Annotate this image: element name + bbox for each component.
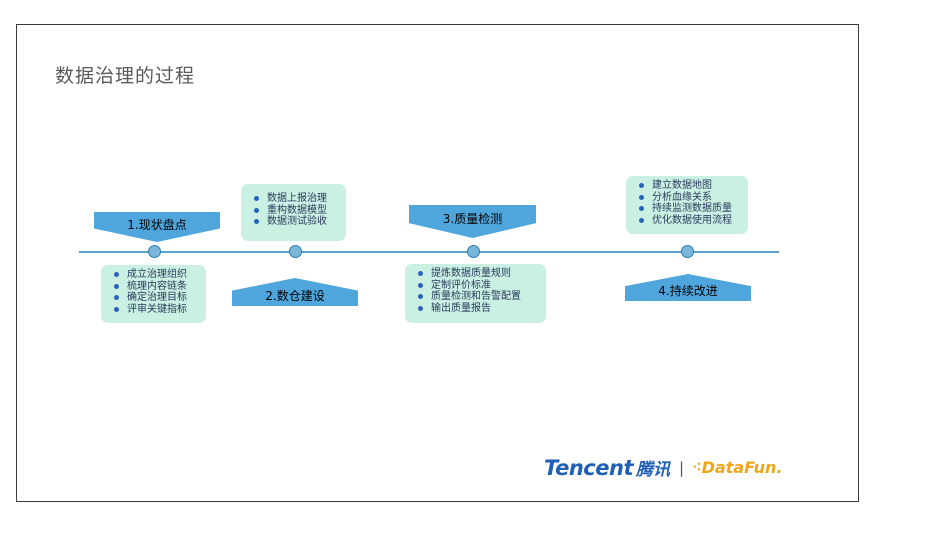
list-item: 建立数据地图 bbox=[638, 180, 740, 192]
timeline-line bbox=[79, 251, 779, 253]
footer-logo: Tencent 腾讯 | ⁖ DataFun. bbox=[544, 455, 783, 481]
datafun-logo-text: DataFun. bbox=[701, 458, 783, 477]
stage-1-box: 成立治理组织 梳理内容链条 确定治理目标 评审关键指标 bbox=[101, 265, 206, 323]
stage-1-banner: 1.现状盘点 bbox=[94, 212, 220, 242]
page-title: 数据治理的过程 bbox=[55, 65, 196, 87]
timeline-node-4 bbox=[681, 245, 694, 258]
stage-3-label: 3.质量检测 bbox=[442, 212, 503, 226]
stage-2-box: 数据上报治理 重构数据模型 数据测试验收 bbox=[241, 184, 346, 241]
stage-2-banner: 2.数仓建设 bbox=[232, 278, 358, 306]
datafun-dots-icon: ⁖ bbox=[692, 459, 702, 476]
stage-2-label: 2.数仓建设 bbox=[265, 288, 325, 303]
timeline-node-3 bbox=[467, 245, 480, 258]
list-item: 数据测试验收 bbox=[253, 216, 338, 228]
list-item: 梳理内容链条 bbox=[113, 281, 198, 293]
tencent-logo-text: Tencent bbox=[544, 455, 634, 480]
list-item: 持续监测数据质量 bbox=[638, 203, 740, 215]
timeline-node-2 bbox=[289, 245, 302, 258]
tencent-logo-cn: 腾讯 bbox=[636, 460, 670, 480]
logo-separator: | bbox=[679, 458, 685, 477]
timeline-node-1 bbox=[148, 245, 161, 258]
list-item: 成立治理组织 bbox=[113, 269, 198, 281]
stage-3-box: 提炼数据质量规则 定制评价标准 质量检测和告警配置 输出质量报告 bbox=[405, 264, 546, 323]
list-item: 提炼数据质量规则 bbox=[417, 268, 538, 280]
list-item: 数据上报治理 bbox=[253, 193, 338, 205]
stage-3-banner: 3.质量检测 bbox=[409, 205, 536, 238]
list-item: 分析血缘关系 bbox=[638, 192, 740, 204]
list-item: 输出质量报告 bbox=[417, 303, 538, 315]
list-item: 优化数据使用流程 bbox=[638, 215, 740, 227]
list-item: 评审关键指标 bbox=[113, 304, 198, 316]
stage-1-label: 1.现状盘点 bbox=[127, 217, 187, 232]
slide: 数据治理的过程 1.现状盘点 成立治理组织 梳理内容链条 确定治理目标 评审关键… bbox=[16, 24, 859, 502]
list-item: 定制评价标准 bbox=[417, 280, 538, 292]
list-item: 确定治理目标 bbox=[113, 292, 198, 304]
stage-4-label: 4.持续改进 bbox=[658, 284, 718, 298]
list-item: 质量检测和告警配置 bbox=[417, 291, 538, 303]
stage-4-box: 建立数据地图 分析血缘关系 持续监测数据质量 优化数据使用流程 bbox=[626, 176, 748, 234]
stage-4-banner: 4.持续改进 bbox=[625, 274, 751, 301]
list-item: 重构数据模型 bbox=[253, 205, 338, 217]
